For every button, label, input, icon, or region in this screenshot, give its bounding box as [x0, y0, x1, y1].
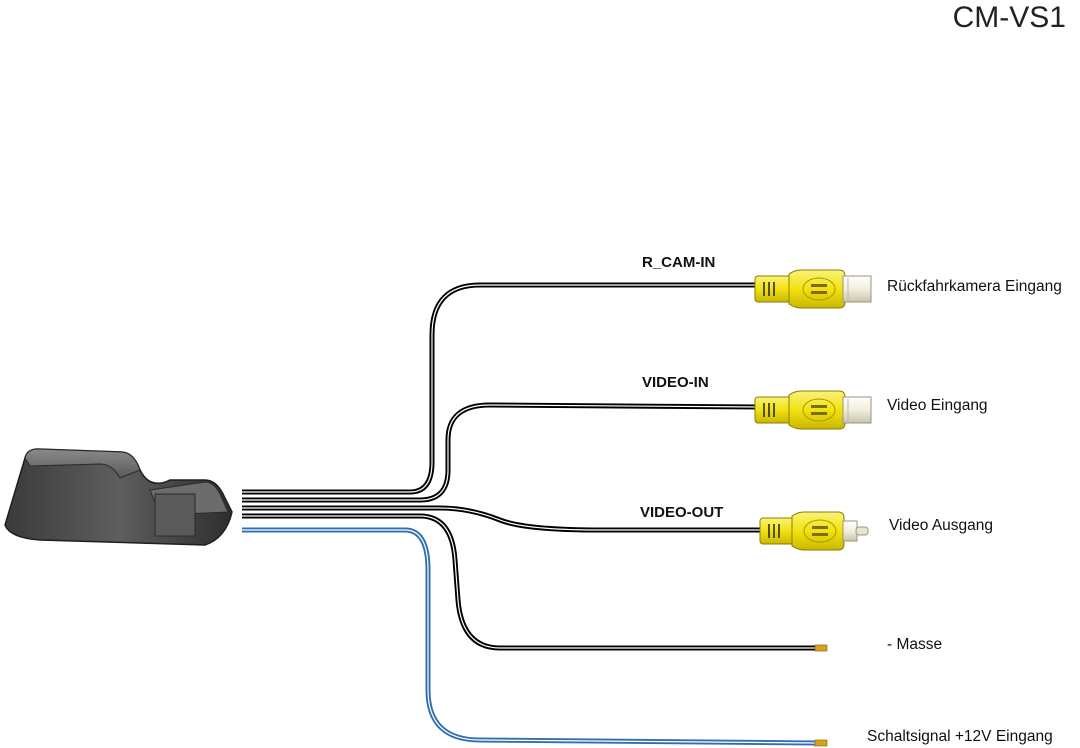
rca-connector-video-in — [754, 390, 872, 430]
module-top-face — [24, 448, 141, 479]
wire-schaltsignal — [242, 527, 816, 746]
cable-label-video-in: VIDEO-IN — [642, 374, 709, 391]
wire-video-in — [242, 402, 761, 503]
control-module — [4, 448, 233, 546]
rca-connector-video-out — [759, 511, 869, 551]
wire-tip-masse — [814, 644, 828, 652]
description-schaltsignal: Schaltsignal +12V Eingang — [867, 728, 1053, 745]
description-video-out: Video Ausgang — [889, 517, 994, 534]
rca-connector-r-cam-in — [754, 269, 872, 309]
cable-label-r-cam-in: R_CAM-IN — [642, 254, 716, 271]
wire-masse — [242, 513, 815, 651]
description-r-cam-in: Rückfahrkamera Eingang — [887, 278, 1062, 295]
module-cutout — [154, 493, 196, 537]
wire-r-cam-in — [242, 282, 760, 495]
diagram-title: CM-VS1 — [952, 1, 1066, 34]
wire-tip-schaltsignal — [814, 739, 828, 747]
cable-label-video-out: VIDEO-OUT — [640, 504, 724, 521]
wire-video-out — [242, 505, 762, 533]
description-masse: - Masse — [887, 636, 943, 653]
description-video-in: Video Eingang — [887, 397, 988, 414]
